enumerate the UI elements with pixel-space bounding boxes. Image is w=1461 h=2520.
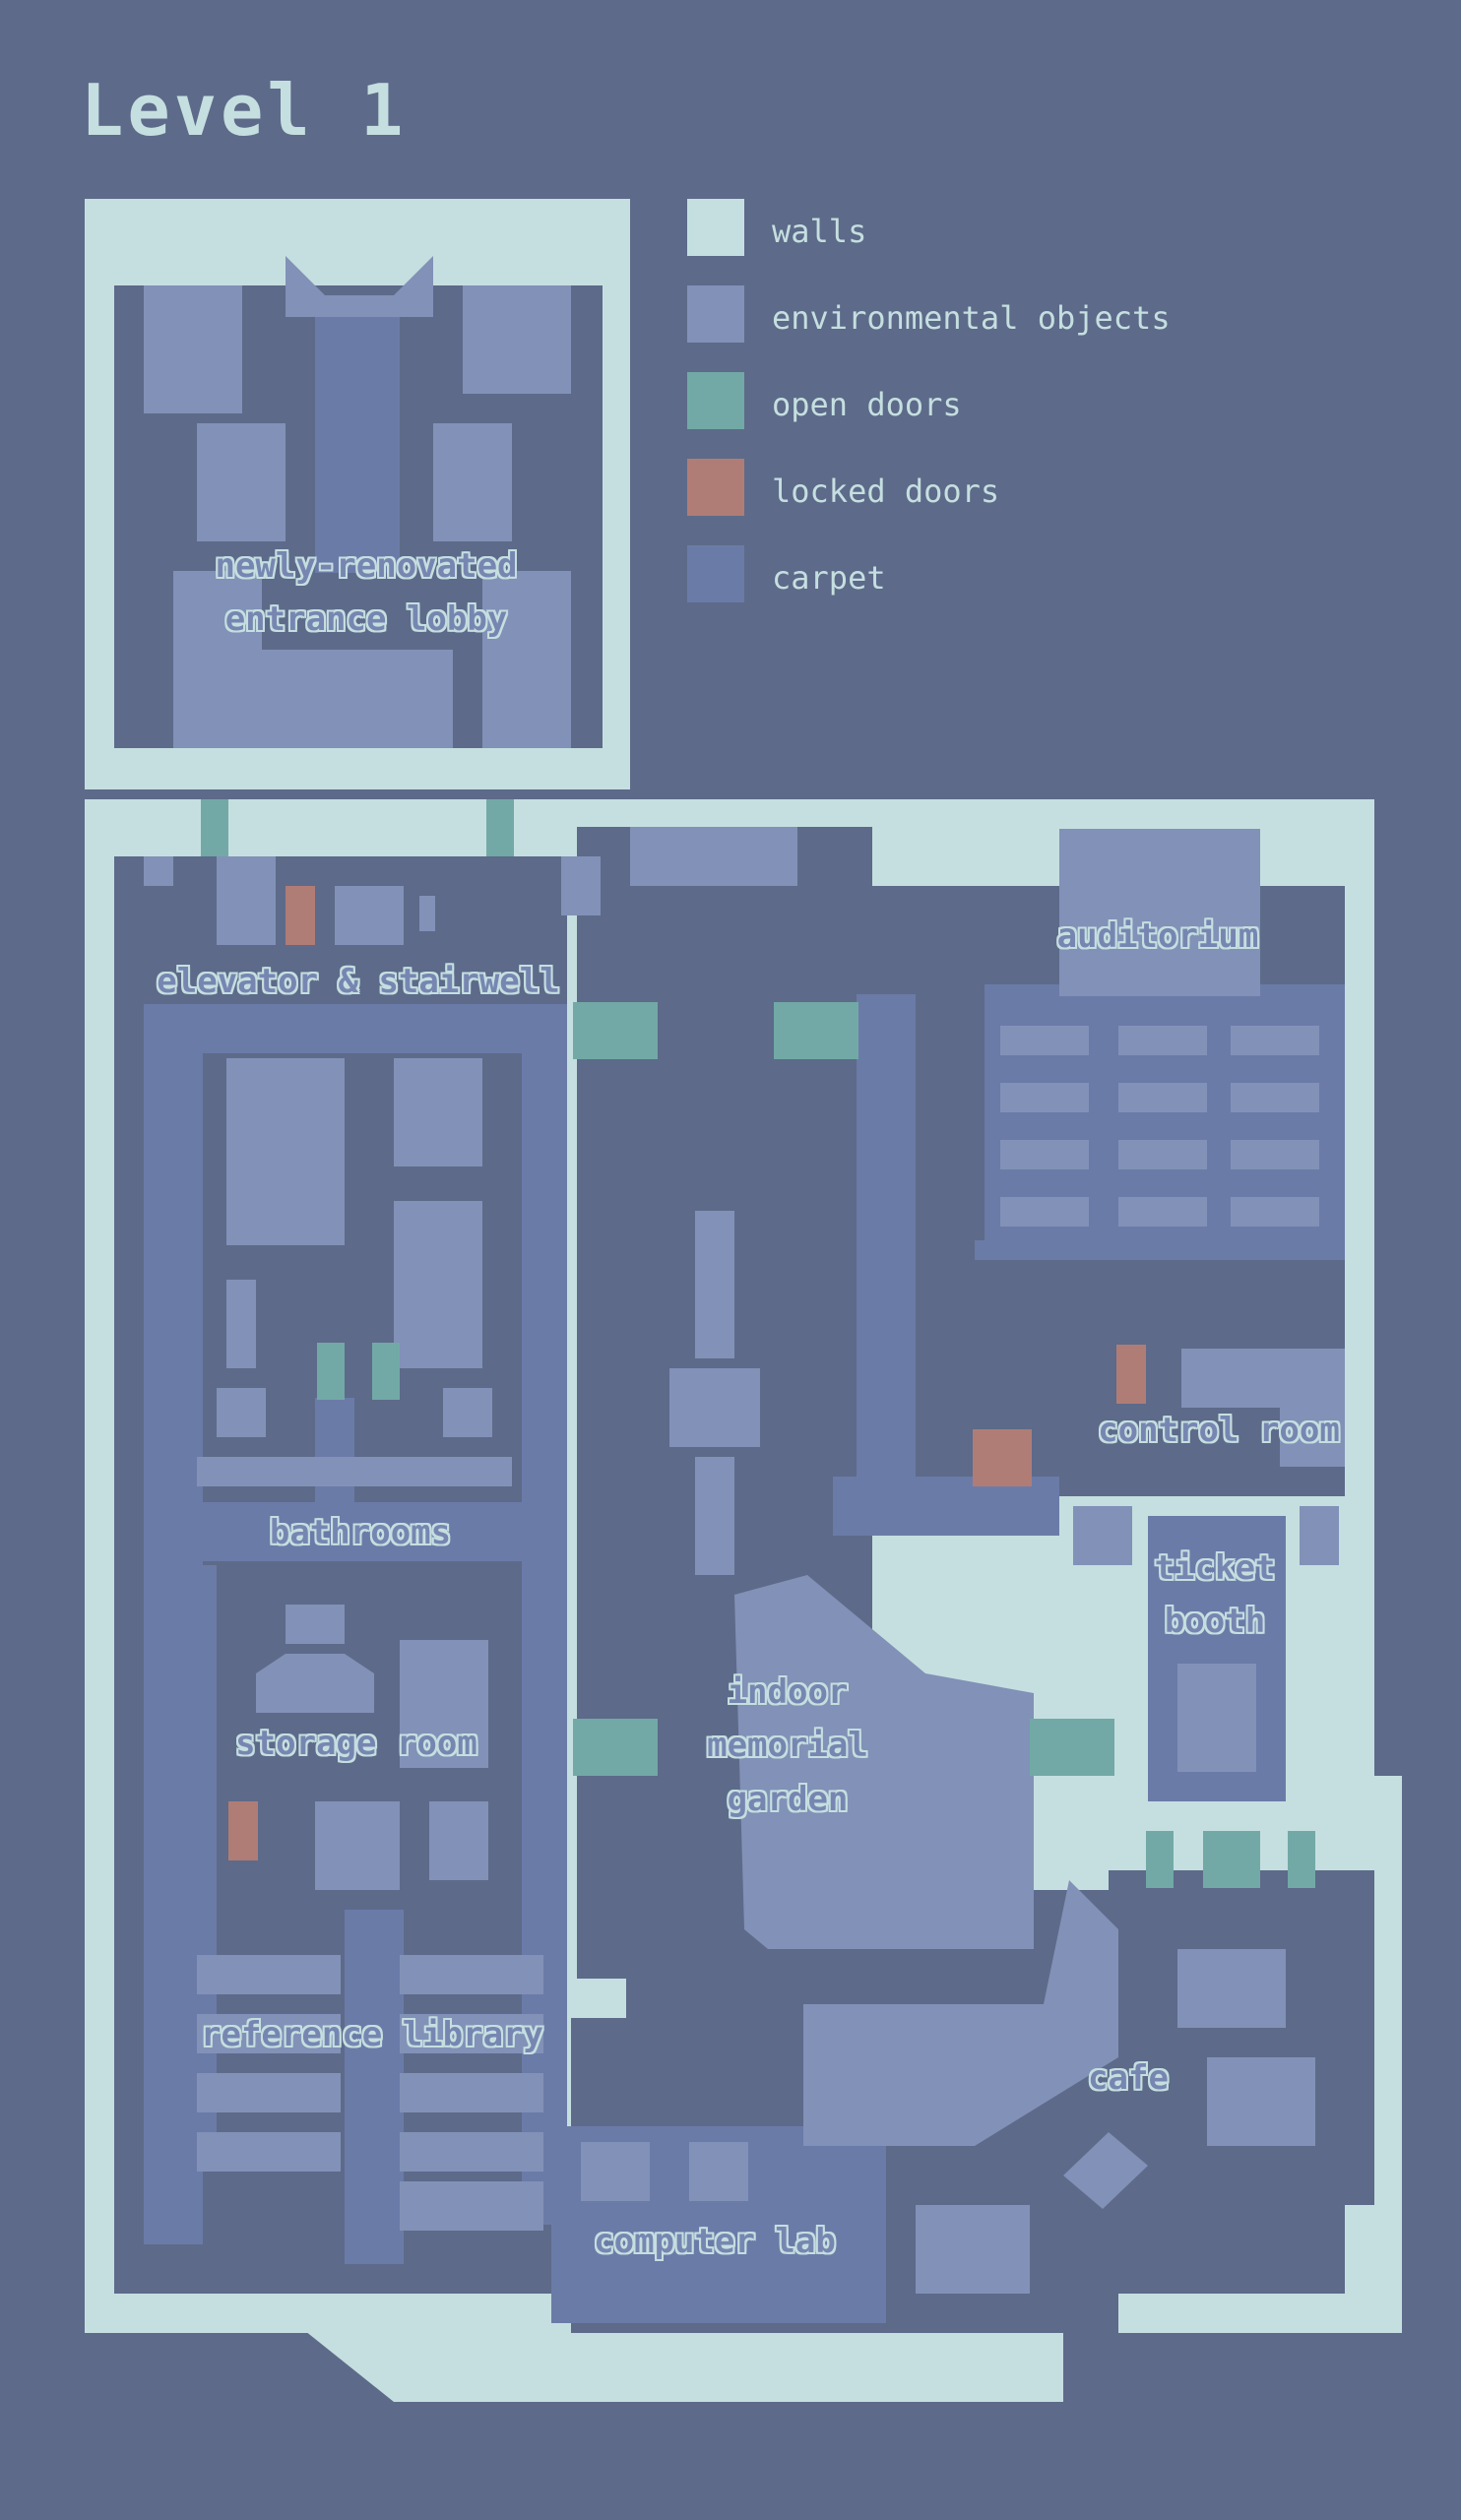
- open-doors-swatch: [687, 372, 744, 429]
- environmental-objects-swatch: [687, 285, 744, 343]
- environmental-objects: [144, 256, 1345, 2294]
- label-computer-lab: computer lab: [594, 2222, 836, 2261]
- label-reference-library: reference library: [201, 2015, 543, 2054]
- label-elevator-stairwell: elevator & stairwell: [157, 962, 560, 1001]
- legend-label: walls: [772, 213, 867, 250]
- legend-label: locked doors: [772, 472, 1000, 510]
- locked-doors: [228, 886, 1146, 1860]
- label-entrance-lobby: newly-renovated entrance lobby: [215, 546, 518, 640]
- label-memorial-garden: indoor memorial garden: [707, 1672, 868, 1819]
- walls-swatch: [687, 199, 744, 256]
- label-cafe: cafe: [1088, 2058, 1169, 2098]
- legend-label: environmental objects: [772, 299, 1171, 337]
- label-control-room: control room: [1098, 1411, 1340, 1450]
- legend-label: carpet: [772, 559, 886, 597]
- locked-doors-swatch: [687, 459, 744, 516]
- carpet: [144, 317, 1345, 2323]
- label-auditorium: auditorium: [1056, 916, 1259, 956]
- open-doors: [201, 799, 1315, 1888]
- legend-label: open doors: [772, 386, 962, 423]
- label-storage-room: storage room: [235, 1724, 477, 1763]
- label-ticket-booth: ticket booth: [1154, 1548, 1276, 1642]
- carpet-swatch: [687, 545, 744, 602]
- label-bathrooms: bathrooms: [269, 1513, 452, 1552]
- map-title: Level 1: [81, 69, 408, 152]
